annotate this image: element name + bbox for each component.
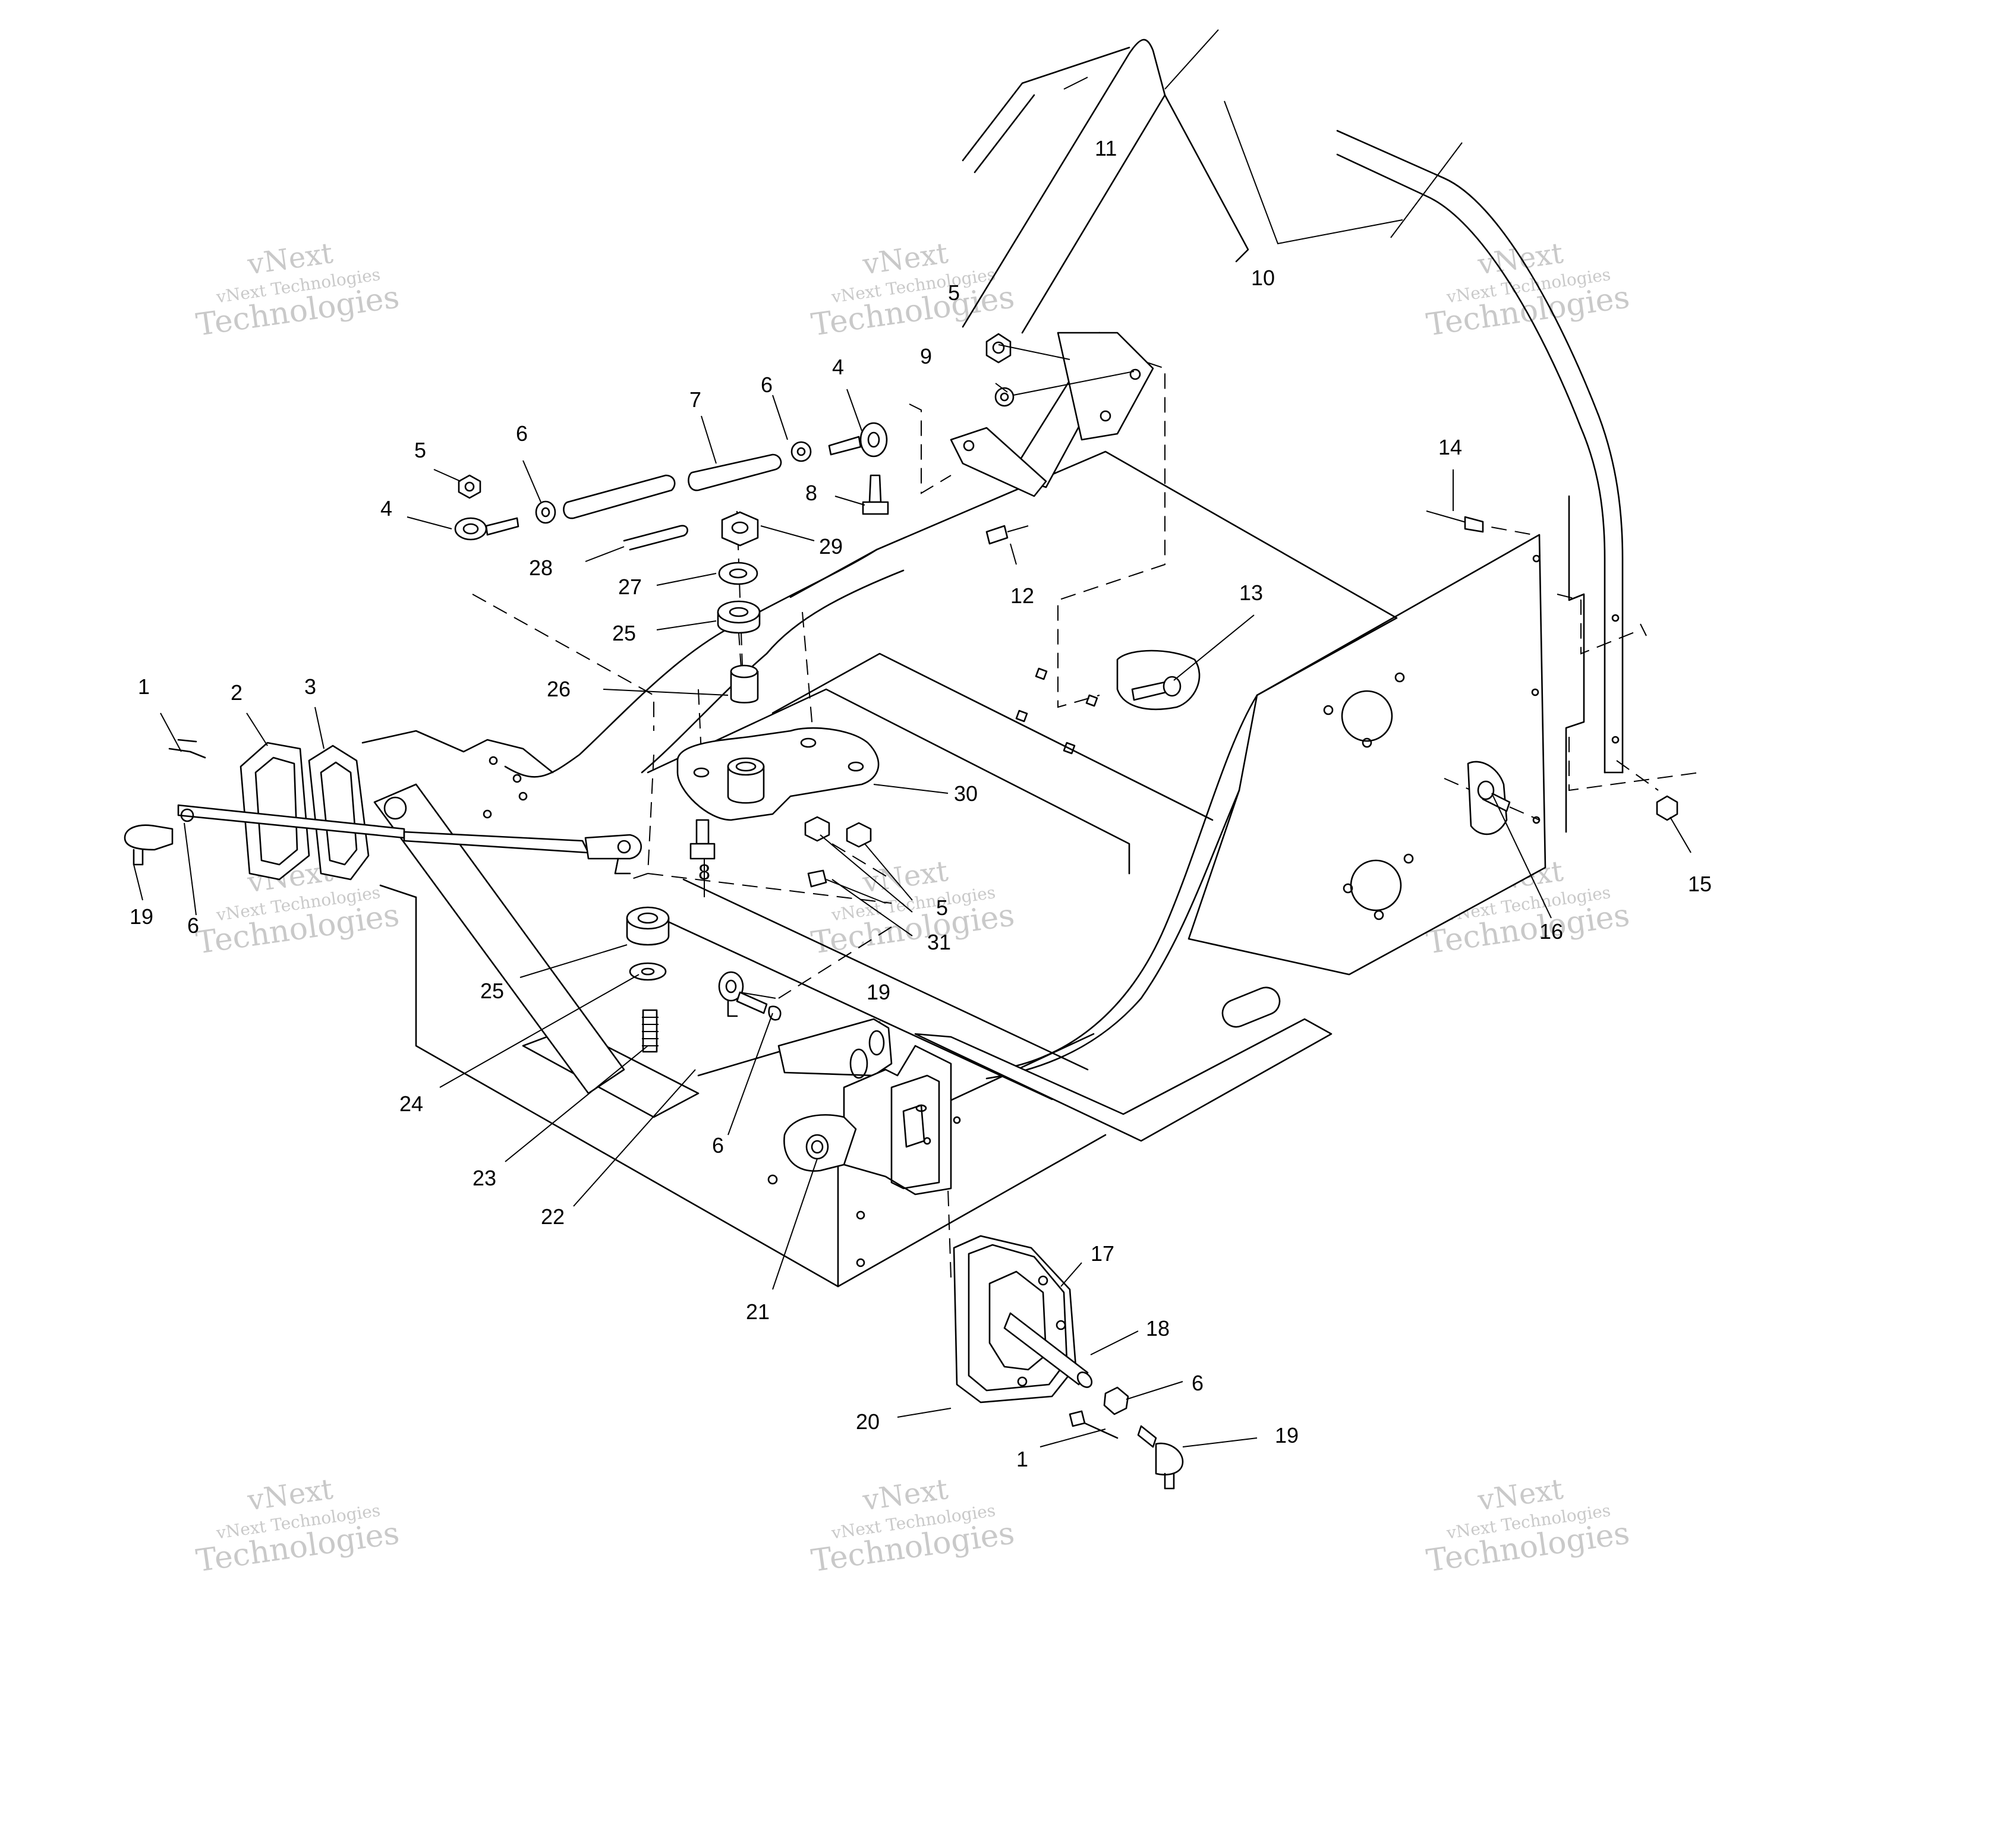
skid-plate (914, 1018, 1333, 1142)
watermark: vNext vNext Technologies Technologies (809, 854, 1016, 961)
callout-17: 17 (1091, 1241, 1114, 1266)
callout-30: 30 (954, 781, 978, 806)
callout-13: 13 (1239, 581, 1263, 605)
callout-22: 22 (541, 1204, 565, 1229)
callout-7: 7 (689, 387, 701, 412)
watermark: vNext vNext Technologies Technologies (1424, 236, 1631, 343)
callout-19: 19 (867, 980, 890, 1004)
callout-11: 11 (1095, 136, 1117, 160)
callout-9: 9 (920, 344, 932, 368)
callout-29: 29 (819, 534, 843, 559)
watermark: vNext vNext Technologies Technologies (1424, 1472, 1631, 1579)
callout-31: 31 (927, 930, 951, 954)
callout-23: 23 (472, 1166, 496, 1190)
callout-6: 6 (187, 913, 199, 938)
steering-column (950, 29, 1624, 774)
seal-boot-3 (308, 745, 370, 881)
callout-1: 1 (138, 674, 150, 699)
callout-24: 24 (399, 1092, 423, 1116)
seal-plate-2 (240, 742, 310, 881)
callouts: 1 2 3 4 4 5 5 5 6 6 6 6 6 7 8 8 9 10 11 … (130, 136, 1712, 1471)
watermark: vNext vNext Technologies Technologies (194, 1472, 401, 1579)
callout-26: 26 (547, 677, 571, 701)
callout-6: 6 (1192, 1371, 1204, 1395)
callout-14: 14 (1438, 435, 1462, 459)
rear-tube (1336, 130, 1624, 774)
callout-1: 1 (1016, 1447, 1028, 1471)
main-tube (504, 548, 878, 778)
chassis-frame (361, 450, 1585, 1288)
callout-5: 5 (414, 438, 426, 462)
right-tie-rod-assembly (718, 971, 1184, 1490)
callout-16: 16 (1539, 919, 1563, 944)
chassis-floor (875, 450, 1398, 696)
callout-6: 6 (761, 373, 773, 397)
callout-4: 4 (380, 496, 392, 521)
tie-rod-end-19-left (124, 824, 174, 851)
callout-25: 25 (480, 979, 504, 1003)
callout-20: 20 (856, 1409, 880, 1434)
handlebar-left-grip (962, 46, 1130, 162)
callout-3: 3 (304, 674, 316, 699)
callout-8: 8 (698, 860, 710, 884)
callout-8: 8 (805, 481, 817, 505)
leader-lines (133, 77, 1691, 1447)
callout-25: 25 (612, 621, 636, 645)
left-steering-arm (373, 783, 625, 1095)
watermark: vNext vNext Technologies Technologies (809, 1472, 1016, 1579)
watermark: vNext vNext Technologies Technologies (809, 236, 1016, 343)
watermark: vNext vNext Technologies Technologies (194, 236, 401, 343)
callout-19: 19 (1275, 1423, 1299, 1447)
left-tie-rod-assembly (124, 739, 642, 881)
right-bracket (1565, 495, 1585, 833)
callout-4: 4 (832, 355, 844, 379)
callout-12: 12 (1010, 584, 1034, 608)
callout-5: 5 (936, 895, 948, 920)
drag-link-assembly (454, 333, 1678, 835)
callout-6: 6 (712, 1133, 724, 1158)
callout-19: 19 (130, 904, 153, 929)
callout-28: 28 (529, 556, 553, 580)
callout-15: 15 (1688, 872, 1712, 896)
callout-6: 6 (516, 421, 528, 446)
callout-18: 18 (1146, 1316, 1170, 1341)
callout-5: 5 (948, 280, 960, 305)
handlebar-11 (962, 39, 1249, 328)
callout-10: 10 (1251, 266, 1275, 290)
callout-27: 27 (618, 575, 642, 599)
pivot-stack (626, 511, 886, 1053)
callout-2: 2 (231, 680, 242, 705)
callout-21: 21 (746, 1300, 770, 1324)
